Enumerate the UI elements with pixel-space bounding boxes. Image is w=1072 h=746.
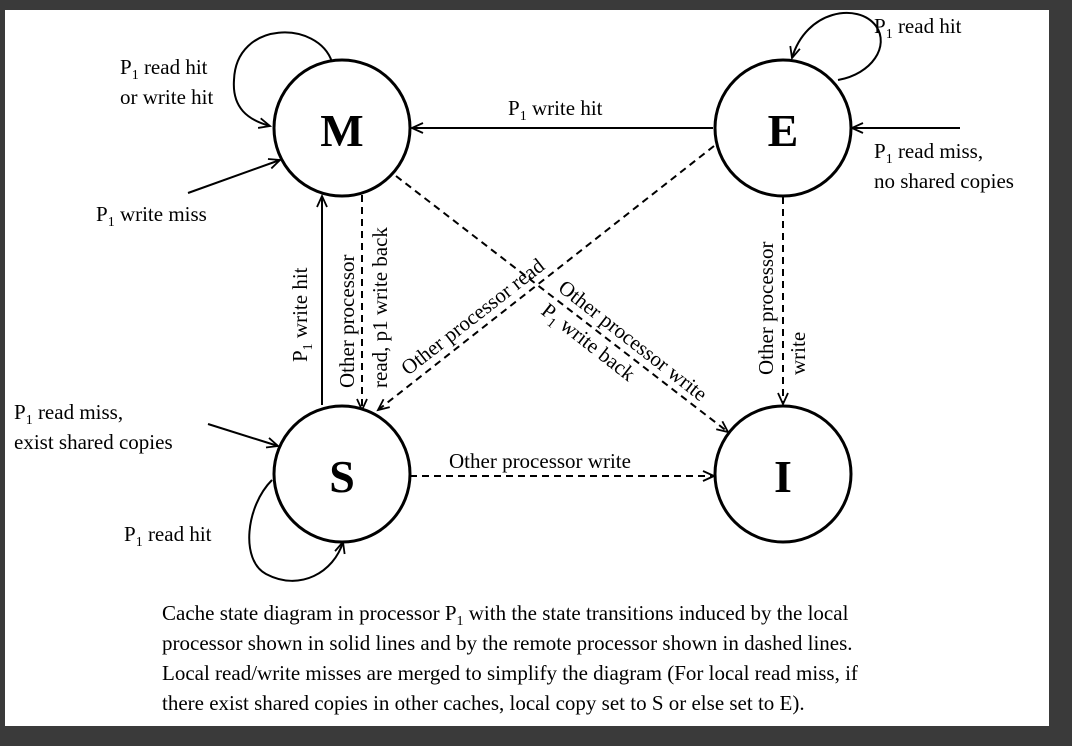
- state-i: I: [713, 404, 853, 544]
- label-m-self-1: P1 read hit: [120, 55, 208, 83]
- edge-write-miss-to-m: [187, 160, 280, 194]
- edge-s-self-loop: [248, 479, 343, 582]
- label-e-self: P1 read hit: [874, 14, 962, 42]
- state-e-label: E: [768, 105, 799, 156]
- label-s-to-m: P1 write hit: [288, 267, 316, 362]
- edge-m-self-loop: [232, 31, 333, 126]
- caption-line-1: Cache state diagram in processor P1 with…: [162, 601, 849, 629]
- caption-line-4: there exist shared copies in other cache…: [162, 691, 805, 715]
- diagram-panel: [5, 10, 1049, 726]
- state-e: E: [713, 58, 853, 198]
- label-s-self: P1 read hit: [124, 522, 212, 550]
- label-s-read-miss-1: P1 read miss,: [14, 400, 123, 428]
- label-e-to-m: P1 write hit: [508, 96, 603, 124]
- edge-read-miss-to-s: [207, 423, 278, 446]
- state-s: S: [272, 404, 412, 544]
- state-s-label: S: [329, 451, 355, 502]
- label-write-miss: P1 write miss: [96, 202, 207, 230]
- label-m-to-s-1: Other processor: [335, 254, 359, 388]
- edge-e-self-loop: [792, 11, 882, 81]
- caption: Cache state diagram in processor P1 with…: [162, 601, 858, 715]
- state-m: M: [272, 58, 412, 198]
- label-e-read-miss-2: no shared copies: [874, 169, 1014, 193]
- state-m-label: M: [320, 105, 363, 156]
- edge-m-to-i: [395, 175, 728, 432]
- label-s-to-i: Other processor write: [449, 449, 631, 473]
- label-m-self-2: or write hit: [120, 85, 213, 109]
- caption-line-3: Local read/write misses are merged to si…: [162, 661, 858, 685]
- state-i-label: I: [774, 451, 792, 502]
- label-e-to-i-2: write: [786, 332, 810, 375]
- label-m-to-s-2: read, p1 write back: [368, 227, 392, 388]
- caption-line-2: processor shown in solid lines and by th…: [162, 631, 853, 655]
- label-e-read-miss-1: P1 read miss,: [874, 139, 983, 167]
- label-s-read-miss-2: exist shared copies: [14, 430, 173, 454]
- label-e-to-i-1: Other processor: [754, 241, 778, 375]
